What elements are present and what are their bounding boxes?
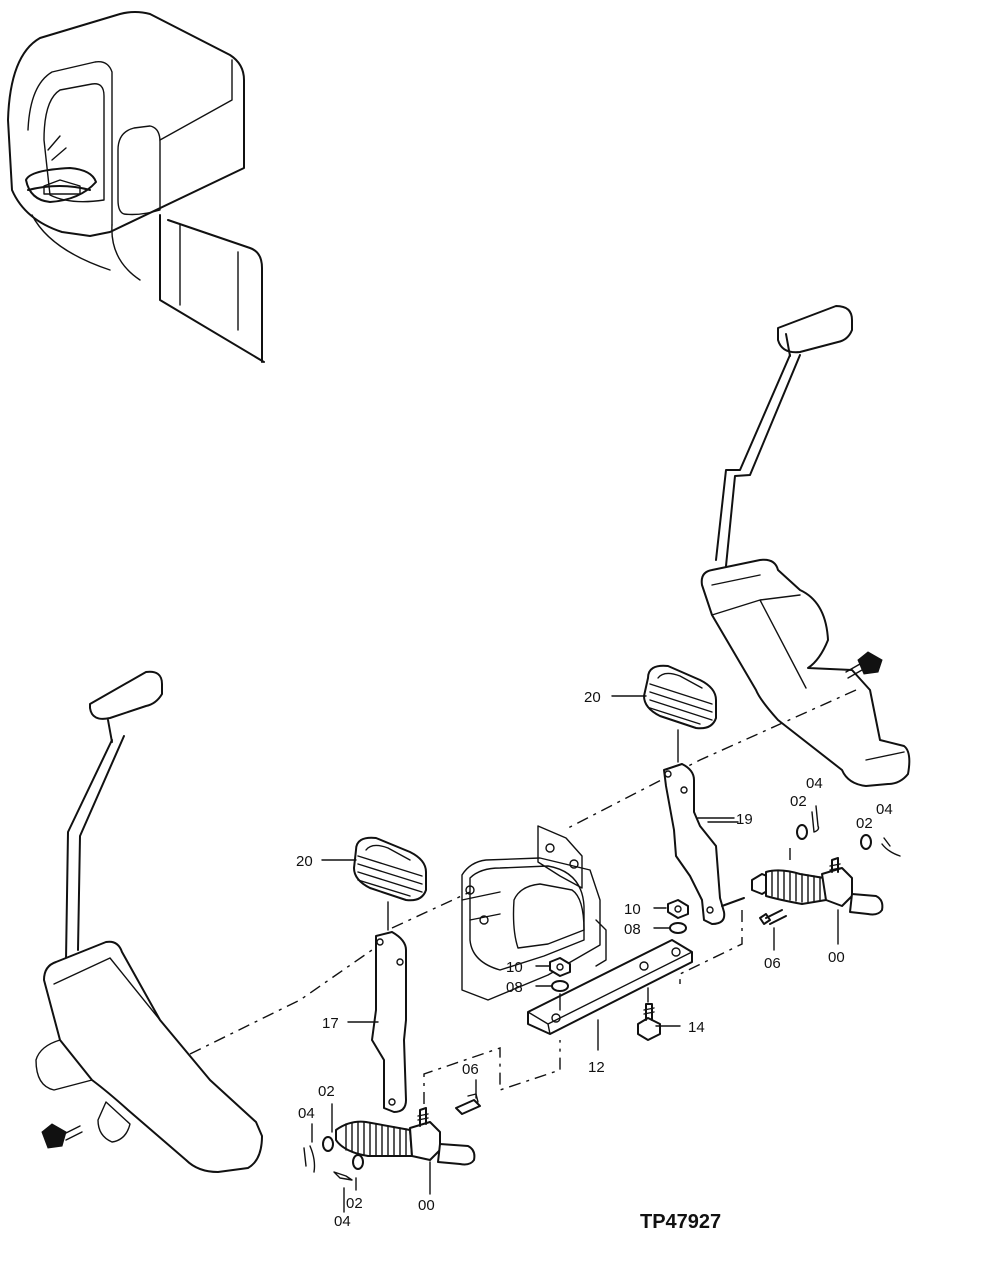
bracket-19 — [663, 763, 745, 925]
hardware-center — [549, 899, 689, 1041]
label-20-left: 20 — [296, 853, 313, 870]
label-08-left: 08 — [506, 979, 523, 996]
spring-assembly-right — [679, 805, 901, 984]
label-04-right-a: 04 — [806, 775, 823, 792]
plate-12 — [527, 939, 693, 1051]
label-19: 19 — [736, 811, 753, 828]
label-20-right: 20 — [584, 689, 601, 706]
cab-illustration — [7, 11, 265, 363]
label-17: 17 — [322, 1015, 339, 1032]
figure-number: TP47927 — [640, 1211, 721, 1233]
label-04-right-b: 04 — [876, 801, 893, 818]
leader-lines — [311, 695, 839, 1213]
rubber-boot-left — [353, 836, 427, 931]
label-04-left-b: 04 — [334, 1213, 351, 1230]
label-02-left-b: 02 — [346, 1195, 363, 1212]
left-pedal-lever — [35, 670, 373, 1173]
spring-assembly-left — [303, 1040, 561, 1181]
label-00-left: 00 — [418, 1197, 435, 1214]
pilot-valve-body — [391, 825, 607, 1001]
rubber-boot-right — [643, 664, 717, 763]
label-10-left: 10 — [506, 959, 523, 976]
label-00-right: 00 — [828, 949, 845, 966]
label-04-left-a: 04 — [298, 1105, 315, 1122]
label-02-right-a: 02 — [790, 793, 807, 810]
label-08-right: 08 — [624, 921, 641, 938]
bracket-17 — [347, 931, 407, 1113]
label-06-left: 06 — [462, 1061, 479, 1078]
label-06-right: 06 — [764, 955, 781, 972]
label-02-right-b: 02 — [856, 815, 873, 832]
label-14: 14 — [688, 1019, 705, 1036]
label-02-left-a: 02 — [318, 1083, 335, 1100]
callout-labels: 20 19 04 02 04 02 20 10 08 06 00 10 08 1… — [296, 689, 893, 1230]
label-10-right: 10 — [624, 901, 641, 918]
label-12: 12 — [588, 1059, 605, 1076]
right-pedal-lever — [567, 305, 911, 829]
